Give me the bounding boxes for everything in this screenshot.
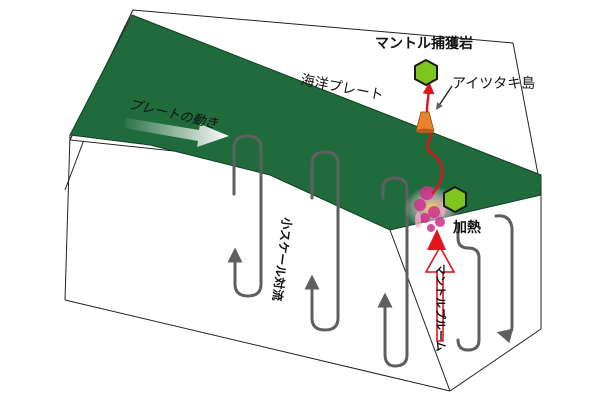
- small-convection-label: 小スケール対流: [270, 217, 295, 302]
- aitutaki-label: アイツタキ島: [452, 76, 535, 92]
- convection-loop-5: [494, 214, 514, 344]
- mantle-xenolith-label: マントル捕獲岩: [375, 35, 473, 52]
- convection-loop-4: [456, 223, 481, 352]
- plate-motion: プレートの動き: [124, 97, 229, 147]
- heating-label: 加熱: [452, 219, 481, 236]
- xenolith-hexagon-icon-source: [443, 185, 467, 214]
- plume-blobs: [414, 186, 445, 232]
- heating-triangle-icon: [427, 229, 446, 250]
- convection-loop-1: [227, 134, 263, 298]
- oceanic-plate: [69, 14, 542, 231]
- convection-loops: [227, 134, 514, 368]
- box-front-face: [64, 134, 542, 392]
- aitutaki-pointer-arrow: [436, 85, 453, 110]
- xenolith-hexagon-icon-top: [414, 58, 438, 87]
- mantle-plume-label: マントルプルーム: [434, 264, 448, 352]
- xenolith-ascent-path: [422, 82, 444, 195]
- arrow-right-icon: [124, 118, 229, 147]
- convection-loop-3: [377, 176, 409, 368]
- aitutaki-island: [415, 111, 435, 134]
- mantle-plume-arrow: マントルプルーム: [424, 245, 456, 352]
- convection-loop-2: [304, 150, 340, 332]
